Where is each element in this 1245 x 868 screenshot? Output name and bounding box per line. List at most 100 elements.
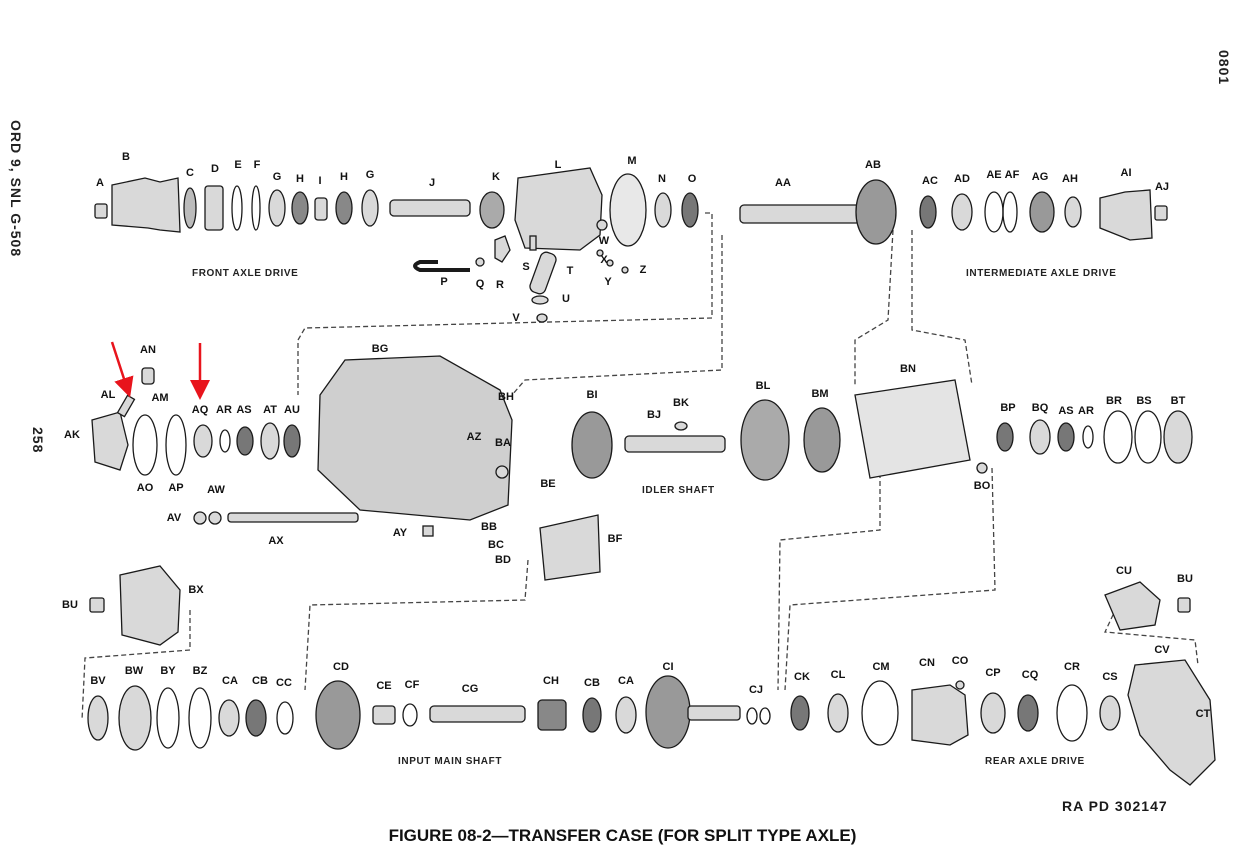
part-ac-bearing (919, 195, 937, 229)
callout-k: K (492, 171, 500, 183)
part-bt-retainer (1163, 410, 1193, 464)
part-au-bearing (283, 424, 301, 458)
part-bs-shim (1134, 410, 1162, 464)
part-g-cup (268, 189, 286, 227)
callout-cq: CQ (1022, 669, 1039, 681)
part-cn-housing (911, 684, 969, 746)
part-b-yoke (111, 177, 181, 233)
callout-ap: AP (168, 482, 183, 494)
callout-cs: CS (1102, 671, 1117, 683)
part-g2-cup (361, 189, 379, 227)
callout-cb: CB (584, 677, 600, 689)
callout-au: AU (284, 404, 300, 416)
callout-ak: AK (64, 429, 80, 441)
middle-row-parts (91, 355, 1193, 581)
part-cg-shaft (429, 705, 526, 723)
part-bm-gear (803, 407, 841, 473)
part-y-spring (606, 259, 614, 267)
callout-cd: CD (333, 661, 349, 673)
callout-ci: CI (663, 661, 674, 673)
callout-co: CO (952, 655, 969, 667)
callout-bj: BJ (647, 409, 661, 421)
callout-b: B (122, 151, 130, 163)
callout-bw: BW (125, 665, 144, 677)
callout-as: AS (1058, 405, 1073, 417)
callout-ct: CT (1196, 708, 1211, 720)
leader-cu-to-rear (1104, 599, 1199, 666)
callout-v: V (512, 312, 520, 324)
part-o-bearing (681, 192, 699, 228)
callout-ao: AO (137, 482, 154, 494)
callout-f: F (254, 159, 261, 171)
callout-av: AV (167, 512, 182, 524)
callout-ca: CA (222, 675, 238, 687)
part-cj2-washer (759, 707, 771, 725)
callout-r: R (496, 279, 504, 291)
callout-aj: AJ (1155, 181, 1169, 193)
callout-cb: CB (252, 675, 268, 687)
callout-bm: BM (811, 388, 828, 400)
callout-cc: CC (276, 677, 292, 689)
part-n-seal (654, 192, 672, 228)
part-cu-retainer (1104, 581, 1161, 631)
part-a-nut (94, 203, 108, 219)
part-as2-bearing (1057, 422, 1075, 452)
part-v-plunger (529, 251, 557, 295)
part-h-bearing (291, 191, 309, 225)
callout-ah: AH (1062, 173, 1078, 185)
callout-af: AF (1005, 169, 1020, 181)
part-ch-bearing (537, 699, 567, 731)
callout-bb: BB (481, 521, 497, 533)
callout-at: AT (263, 404, 277, 416)
part-bo-plug (976, 462, 988, 474)
callout-ar: AR (1078, 405, 1094, 417)
part-af-ring (1002, 191, 1018, 233)
part-ck-bearing (790, 695, 810, 731)
callout-br: BR (1106, 395, 1122, 407)
callout-bk: BK (673, 397, 689, 409)
callout-aa: AA (775, 177, 791, 189)
callout-bv: BV (90, 675, 106, 687)
callout-ai: AI (1121, 167, 1132, 179)
callout-t: T (567, 265, 574, 277)
callout-bl: BL (756, 380, 771, 392)
part-i-spacer (314, 197, 328, 221)
callout-ag: AG (1032, 171, 1049, 183)
part-aq-seal (193, 424, 213, 458)
leader-front-to-case (297, 212, 713, 395)
part-cm-gasket (861, 680, 899, 746)
part-bq-cup (1029, 419, 1051, 455)
callout-p: P (440, 276, 447, 288)
callout-be: BE (540, 478, 555, 490)
callout-ab: AB (865, 159, 881, 171)
part-cj-washer (746, 707, 758, 725)
part-f-shim (251, 185, 261, 231)
part-cl-cup (827, 693, 849, 733)
part-bg-case (317, 355, 513, 521)
callout-o: O (688, 173, 697, 185)
section-input-main-shaft: INPUT MAIN SHAFT (398, 756, 503, 767)
callout-bc: BC (488, 539, 504, 551)
callout-cn: CN (919, 657, 935, 669)
assembly-leader-lines (81, 212, 1199, 721)
part-bp-bearing (996, 422, 1014, 452)
callout-bp: BP (1000, 402, 1015, 414)
part-t-plug (536, 313, 548, 323)
part-cc-ring (276, 701, 294, 735)
part-ab-gear (855, 179, 897, 245)
part-r-fork (494, 235, 511, 263)
callout-aq: AQ (192, 404, 209, 416)
part-bv-seal (87, 695, 109, 741)
figure-caption: FIGURE 08-2—TRANSFER CASE (FOR SPLIT TYP… (388, 826, 857, 845)
part-ba-plug (495, 465, 509, 479)
callout-z: Z (640, 264, 647, 276)
part-w-nut (596, 219, 608, 231)
callout-am: AM (151, 392, 168, 404)
part-an-breather (141, 367, 155, 385)
callout-ax: AX (268, 535, 284, 547)
section-front-axle-drive: FRONT AXLE DRIVE (192, 268, 299, 279)
red-arrow-al (110, 341, 134, 398)
part-cv-housing (1127, 659, 1216, 786)
part-p-rod (413, 260, 470, 272)
part-m-cover (609, 173, 647, 247)
